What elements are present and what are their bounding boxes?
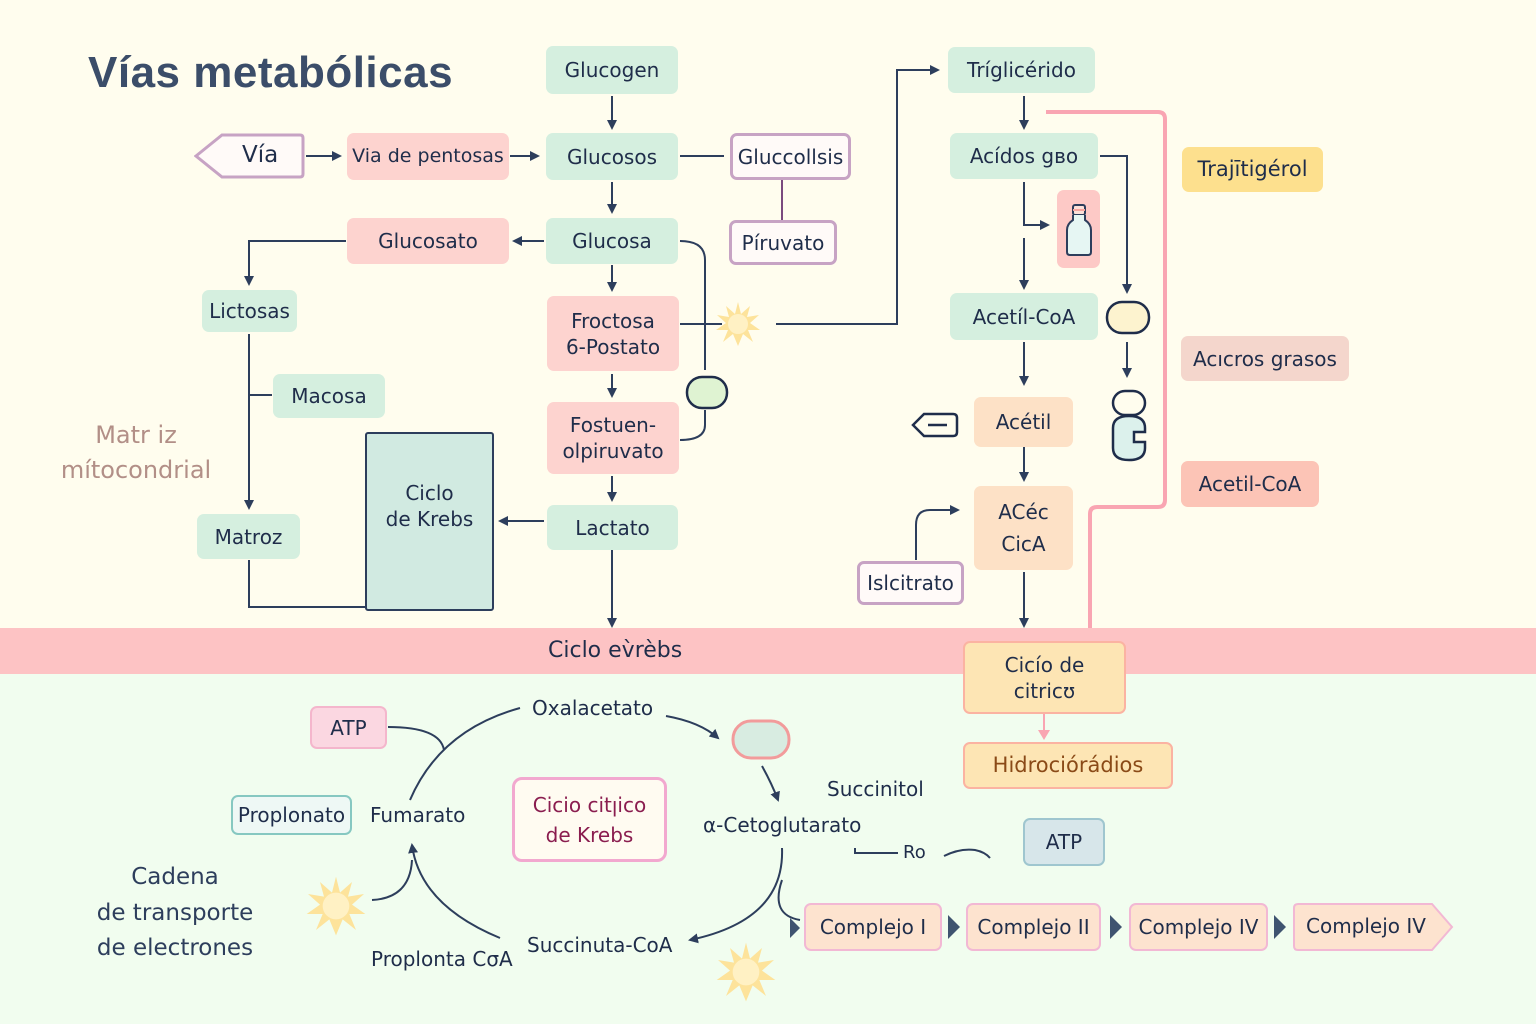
node-acetil-coa-red[interactable]: Acetil-CoA [1181, 461, 1319, 507]
krebs-box-line1: Ciclo [405, 481, 454, 505]
sun-icon [306, 876, 366, 936]
complex-3[interactable]: Complejo IV [1129, 903, 1268, 951]
band-label: Ciclo ev̀rèbs [548, 638, 683, 663]
enzyme-icon [1111, 389, 1147, 462]
acec-line2: CicA [1001, 532, 1046, 556]
node-propionato[interactable]: Proplonato [231, 795, 352, 835]
node-piruvato[interactable]: Píruvato [729, 220, 837, 265]
matrix-zone-label: Matr iz mítocondrial [56, 418, 216, 488]
fructosa-line1: Froctosa [571, 308, 655, 333]
label-oxalacetato: Oxalacetato [532, 696, 654, 720]
node-acidos-grasos[interactable]: Acídos gвo [950, 133, 1098, 179]
via-tag[interactable] [194, 132, 306, 180]
node-acetil[interactable]: Acétil [974, 397, 1073, 447]
capsule-icon [1105, 300, 1151, 335]
fosfoenol-line1: Fostuen- [569, 413, 657, 437]
node-isocitrato[interactable]: Islcitrato [857, 561, 964, 605]
acec-line1: ACéc [998, 500, 1049, 524]
node-ciclo-krebs-box[interactable]: Ciclo de Krebs [365, 432, 494, 611]
node-lactato[interactable]: Lactato [547, 505, 678, 550]
node-atp-blue[interactable]: ATP [1023, 818, 1105, 866]
node-trigliceridos[interactable]: Tríglicérido [948, 47, 1095, 93]
label-alfa-cetoglutarato: α-Cetoglutarato [703, 813, 862, 837]
node-acetil-coa-green[interactable]: Acetíl-CoA [950, 293, 1098, 340]
label-propionil-coa: Proplonta CσA [371, 947, 513, 971]
label-fumarato: Fumarato [370, 803, 466, 827]
node-via-pentosas[interactable]: Via de pentosas [347, 133, 509, 180]
node-atp-pink[interactable]: ATP [310, 706, 387, 749]
node-acec-cica[interactable]: ACéc CicA [974, 486, 1073, 570]
node-glucolisis[interactable]: Gluccollsis [730, 133, 851, 180]
node-macosa[interactable]: Macosa [273, 374, 385, 418]
tag-icon [911, 412, 959, 438]
node-glucosos[interactable]: Glucosos [546, 133, 678, 180]
metabolite-node-icon[interactable] [730, 718, 792, 762]
node-glucogen[interactable]: Glucogen [546, 46, 678, 94]
page-title: Vías metabólicas [88, 48, 454, 97]
label-ro: Ro [903, 842, 926, 863]
sun-icon [716, 942, 776, 1002]
node-fructosa-6-fosfato[interactable]: Froctosa 6-Postato [547, 296, 679, 371]
complex-4-label: Complejo IV [1306, 914, 1426, 938]
krebs-box-line2: de Krebs [385, 507, 474, 531]
citrico-krebs-line1: Cicio citꞁico [532, 792, 647, 817]
fructosa-line2: 6-Postato [565, 334, 661, 359]
node-ciclo-citrico-krebs[interactable]: Cicio citꞁico de Krebs [512, 777, 667, 862]
node-fosfoenolpiruvato[interactable]: Fostuen- olpiruvato [547, 402, 679, 474]
citrico-krebs-line2: de Krebs [545, 822, 634, 847]
label-succinil-coa: Succinuta-CoA [527, 933, 673, 957]
complex-2[interactable]: Complejo II [966, 903, 1101, 951]
krebs-band [0, 628, 1536, 674]
transport-line2: de transporte [96, 899, 254, 926]
node-glucosato[interactable]: Glucosato [347, 218, 509, 264]
citrico-line1: Cicío de [1004, 652, 1085, 677]
label-succinitol: Succinitol [827, 777, 924, 801]
matrix-label-line2: mítocondrial [60, 455, 212, 484]
citrico-line2: citricʊ [1013, 678, 1076, 703]
complex-4-shape[interactable] [1292, 902, 1456, 952]
transport-chain-label: Cadena de transporte de electrones [70, 860, 280, 967]
complex-1[interactable]: Complejo I [804, 903, 942, 951]
fosfoenol-line2: olpiruvato [562, 439, 664, 463]
node-acicros-grasos[interactable]: Acıcros grasos [1181, 336, 1349, 381]
matrix-label-line1: Matr iz [95, 421, 177, 449]
node-glucosa[interactable]: Glucosa [546, 218, 678, 264]
node-ciclo-citrico[interactable]: Cicío de citricʊ [963, 641, 1126, 714]
transport-line3: de electrones [96, 935, 254, 962]
node-matroz[interactable]: Matroz [197, 514, 300, 559]
node-lictosas[interactable]: Lictosas [202, 290, 297, 332]
node-trajitigerol[interactable]: Trajītigérol [1182, 147, 1323, 192]
capsule-icon [685, 375, 729, 410]
via-label: Vía [242, 142, 279, 168]
transport-line1: Cadena [131, 864, 219, 890]
bottle-icon [1066, 204, 1092, 256]
node-hidrocloradios[interactable]: Hidrociórádios [963, 742, 1173, 789]
sun-icon [716, 302, 760, 346]
